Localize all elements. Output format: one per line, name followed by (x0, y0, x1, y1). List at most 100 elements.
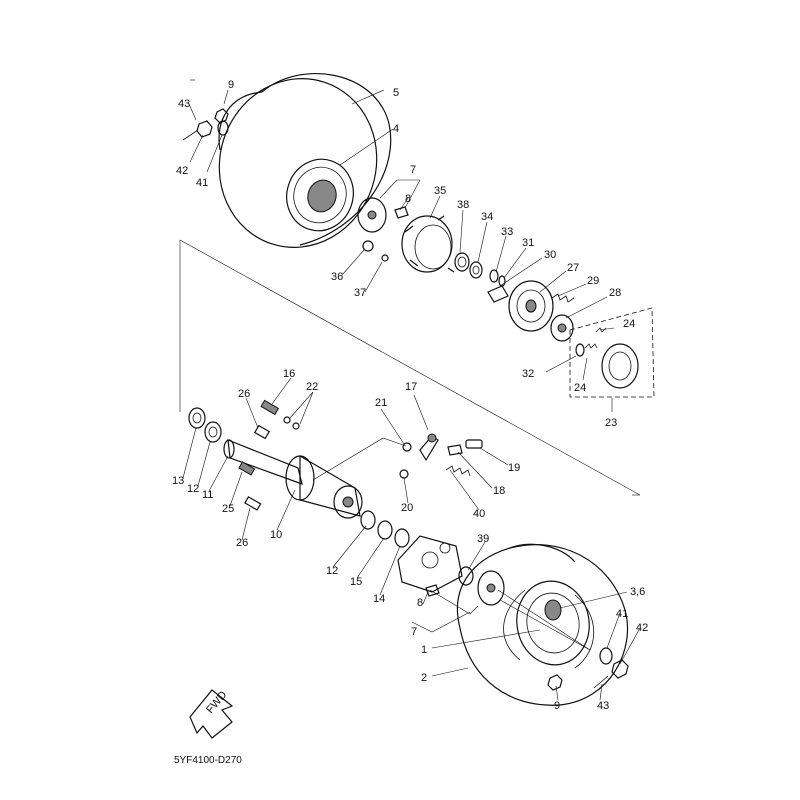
callout-24-a: 24 (623, 318, 635, 330)
callout-12-left: 12 (187, 483, 199, 495)
seal-39 (458, 566, 474, 586)
collar-33 (489, 269, 499, 283)
spring-40 (445, 465, 471, 477)
callout-42-bot: 42 (636, 622, 648, 634)
callout-14: 14 (373, 593, 385, 605)
callout-37: 37 (354, 287, 366, 299)
bearing-12-mid (360, 510, 376, 530)
callout-33: 33 (501, 226, 513, 238)
callout-17: 17 (405, 381, 417, 393)
rear-tire-upper (218, 73, 392, 248)
rear-wheel-rim-upper (286, 158, 354, 232)
stud-26-bot (244, 496, 262, 511)
callout-43-top: 43 (178, 98, 190, 110)
callout-labels: 43 9 5 4 42 41 7 8 35 38 34 33 31 30 27 … (172, 79, 648, 712)
nut-42-top (196, 120, 213, 138)
axle-tube-11 (223, 439, 303, 485)
washers-22 (283, 416, 300, 430)
o-ring-32 (575, 343, 585, 357)
stud-25 (238, 461, 256, 476)
cotter-pin-43-top (182, 129, 199, 141)
callout-13: 13 (172, 475, 184, 487)
leader-lines (179, 79, 641, 701)
drawing-code: 5YF4100-D270 (174, 755, 242, 766)
callout-35: 35 (434, 185, 446, 197)
axle-housing-10 (285, 454, 363, 519)
bearing-12-left (204, 421, 222, 443)
callout-41-bot: 41 (616, 608, 628, 620)
brake-drum-35 (401, 215, 455, 273)
callout-42-top: 42 (176, 165, 188, 177)
washer-37 (381, 254, 389, 262)
stud-26-top (253, 424, 271, 440)
callout-4: 4 (393, 123, 399, 135)
lever-plate-18 (447, 444, 463, 456)
fwd-arrow-icon: FWD (189, 689, 234, 739)
callout-8-top: 8 (405, 193, 411, 205)
callout-7-bot: 7 (411, 626, 417, 638)
callout-5: 5 (393, 87, 399, 99)
seal-13 (188, 407, 206, 429)
hub-flange-upper (357, 197, 409, 233)
lock-plate-30 (487, 285, 509, 303)
knuckle-housing (397, 535, 463, 593)
callout-11: 11 (202, 489, 213, 501)
callout-9-bot: 9 (554, 700, 560, 712)
nut-20 (399, 469, 409, 479)
callout-28: 28 (609, 287, 621, 299)
callout-3-6: 3,6 (630, 586, 645, 598)
callout-23: 23 (605, 417, 617, 429)
callout-8-bot: 8 (417, 597, 423, 609)
callout-26-top: 26 (238, 388, 250, 400)
callout-15: 15 (350, 576, 362, 588)
callout-16: 16 (283, 368, 295, 380)
callout-26-bot: 26 (236, 537, 248, 549)
spring-29 (551, 293, 575, 303)
seal-38 (454, 252, 470, 272)
callout-36: 36 (331, 271, 343, 283)
brake-drum-27 (508, 280, 554, 332)
callout-21: 21 (375, 397, 387, 409)
nut-9-top (214, 108, 229, 124)
callout-38: 38 (457, 199, 469, 211)
callout-20: 20 (401, 502, 413, 514)
hub-flange-lower (425, 570, 505, 606)
callout-7-top: 7 (410, 164, 416, 176)
seal-14 (394, 528, 410, 548)
callout-27: 27 (567, 262, 579, 274)
callout-39: 39 (477, 533, 489, 545)
callout-1: 1 (421, 644, 427, 656)
callout-2: 2 (421, 672, 427, 684)
lever-17 (419, 433, 439, 462)
callout-41-top: 41 (196, 177, 208, 189)
callout-18: 18 (493, 485, 505, 497)
rear-tire-lower (456, 543, 629, 706)
washer-41-lower (599, 647, 613, 665)
bearing-34 (469, 261, 483, 279)
bolt-16 (260, 399, 280, 416)
callout-40: 40 (473, 508, 485, 520)
bearing-15 (377, 520, 393, 540)
washer-21 (402, 442, 412, 452)
callout-9-top: 9 (228, 79, 234, 91)
callout-29: 29 (587, 275, 599, 287)
fwd-label: FWD (204, 689, 229, 716)
callout-30: 30 (544, 249, 556, 261)
callout-43-bot: 43 (597, 700, 609, 712)
nut-9-lower (547, 674, 563, 691)
callout-10: 10 (270, 529, 282, 541)
callout-25: 25 (222, 503, 234, 515)
hub-28 (550, 314, 574, 342)
callout-34: 34 (481, 211, 493, 223)
callout-24-b: 24 (574, 382, 586, 394)
cotter-pin-43-lower (593, 675, 609, 689)
bolt-19 (465, 439, 483, 449)
callout-31: 31 (522, 237, 534, 249)
callout-19: 19 (508, 462, 520, 474)
callout-12-mid: 12 (326, 565, 338, 577)
wheel-rim-lower (503, 580, 595, 669)
bolt-36 (362, 240, 374, 252)
callout-32: 32 (522, 368, 534, 380)
callout-22: 22 (306, 381, 318, 393)
